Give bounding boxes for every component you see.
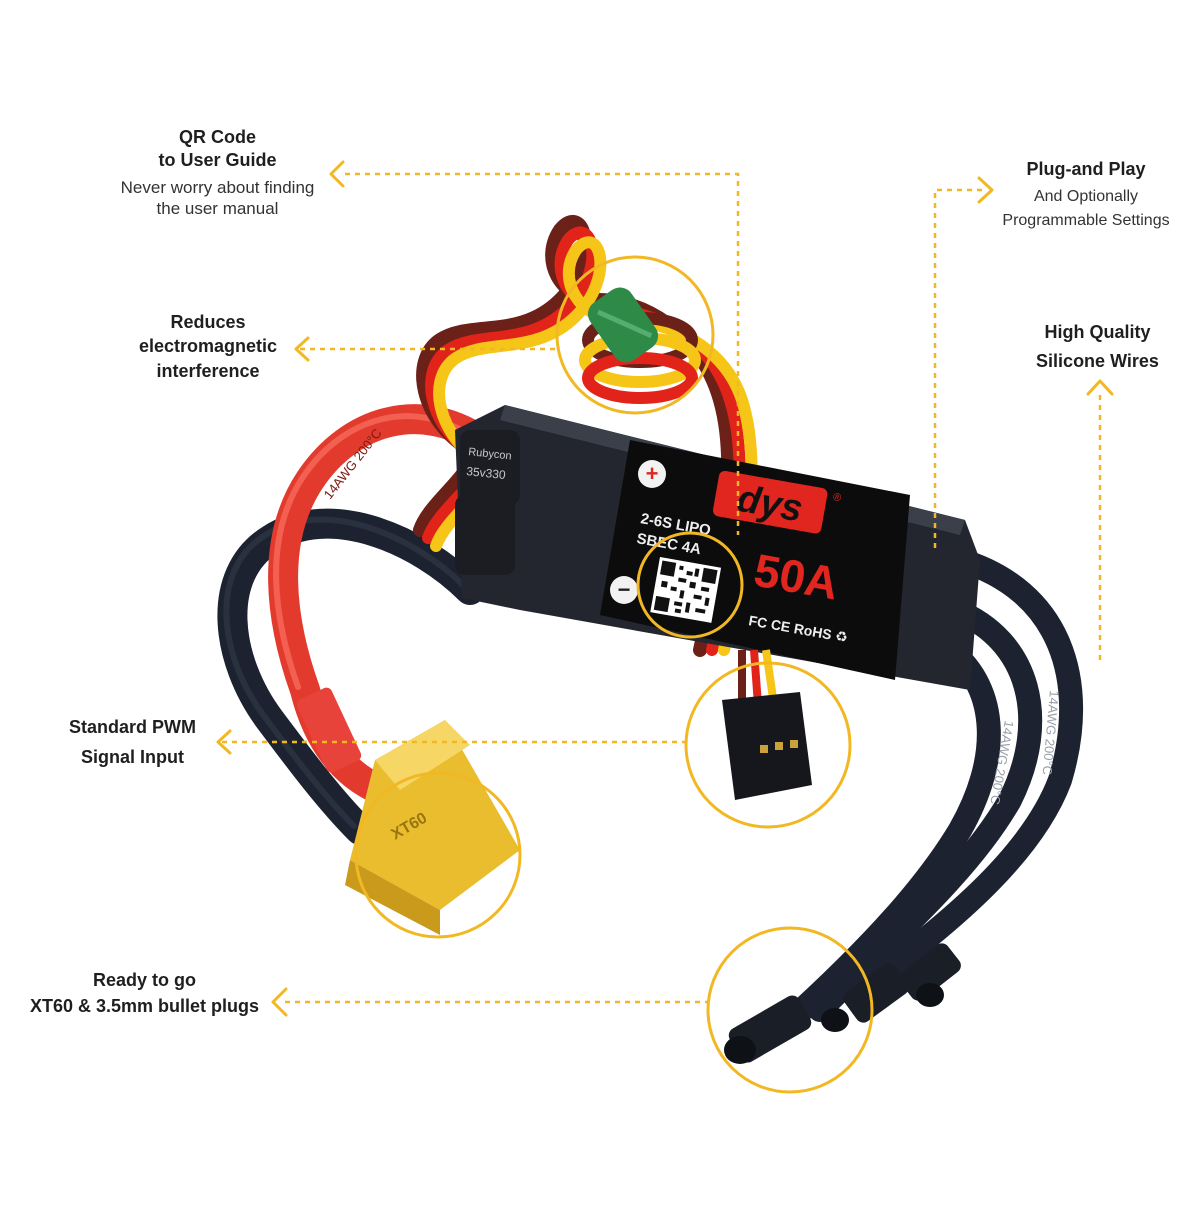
qr-sub-2: the user manual (156, 199, 279, 219)
brand-logo-box (712, 470, 828, 534)
callout-qr-label: QR Code to User Guide Never worry about … (100, 126, 335, 220)
servo-connector (722, 649, 812, 800)
xt60-line-2: XT60 & 3.5mm bullet plugs (29, 995, 260, 1016)
arrow-left-icon (329, 160, 345, 188)
qr-sub-1: Never worry about finding (120, 178, 315, 197)
wires-line-2: Silicone Wires (1036, 350, 1159, 371)
plus-icon (638, 460, 666, 488)
leader-plug (933, 188, 985, 548)
arrow-left-icon (294, 336, 310, 362)
callout-wires-label: High Quality Silicone Wires (1010, 318, 1185, 376)
signal-lead-wires (413, 215, 758, 657)
xt60-line-1: Ready to go (92, 970, 196, 990)
emi-line-2: electromagnetic (138, 336, 278, 357)
plug-title: Plug-and Play (1026, 159, 1146, 179)
qr-code-icon (650, 557, 722, 623)
arrow-right-icon (977, 176, 994, 204)
arrow-left-icon (216, 729, 232, 755)
plug-sub-1: And Optionally (1033, 187, 1139, 205)
bullet-plugs (724, 943, 961, 1064)
circle-emi (555, 255, 715, 415)
pwm-line-1: Standard PWM (68, 717, 196, 737)
callout-emi-label: Reduces electromagnetic interference (118, 310, 298, 383)
circle-xt60 (354, 771, 522, 939)
arrow-up-icon (1086, 379, 1114, 396)
callout-arrowheads (216, 160, 1114, 1017)
capacitor-rating: 35v330 (466, 464, 507, 482)
circle-qr (636, 531, 744, 639)
leader-qr (345, 172, 740, 535)
xt60-connector: XT60 (296, 687, 520, 935)
minus-sign: − (618, 577, 631, 602)
circle-pwm (684, 661, 852, 829)
plug-sub-2: Programmable Settings (1002, 211, 1170, 229)
emi-line-3: interference (156, 360, 260, 381)
qr-title-1: QR Code (178, 127, 256, 147)
callout-leader-lines (222, 172, 1102, 1004)
arrow-left-icon (271, 987, 288, 1017)
registered-mark: ® (832, 491, 842, 504)
callout-pwm-label: Standard PWM Signal Input (50, 713, 215, 772)
pwm-line-2: Signal Input (81, 746, 184, 767)
emi-line-1: Reduces (170, 312, 246, 332)
battery-black-wire (217, 508, 485, 845)
callout-xt60-label: Ready to go XT60 & 3.5mm bullet plugs (12, 968, 277, 1019)
capacitors: Rubycon 35v330 (455, 430, 520, 575)
qr-title-2: to User Guide (158, 149, 277, 170)
motor-wires (768, 548, 1084, 1042)
circle-bullet (706, 926, 874, 1094)
minus-icon (610, 576, 638, 604)
callout-circles (354, 255, 874, 1094)
esc-label-panel: + − dys ® 2-6S LIPO SBEC 4A 50A FC CE Ro… (600, 440, 910, 680)
capacitor-brand: Rubycon (468, 446, 512, 462)
plus-sign: + (646, 461, 659, 486)
motor-wire-print-1: 14AWG 200°C (1040, 690, 1062, 776)
callout-plug-label: Plug-and Play And Optionally Programmabl… (996, 158, 1176, 231)
wires-line-1: High Quality (1044, 322, 1151, 342)
